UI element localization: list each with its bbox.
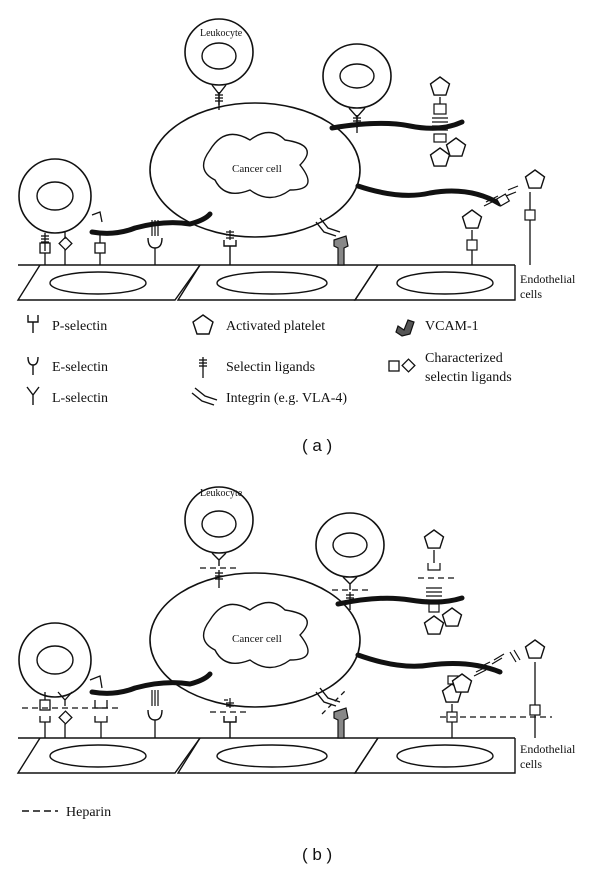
caption-b: ( b ) [302,845,332,864]
legend-characterized-2: selectin ligands [425,370,512,385]
legend-integrin: Integrin (e.g. VLA-4) [226,391,347,406]
leukocyte-tether-a [89,211,213,236]
legend-a: P-selectin E-selectin L-selectin Activat… [26,314,512,406]
platelet-tether-lower-b [355,652,503,675]
legend-vcam1: VCAM-1 [425,319,479,334]
leukocyte-label-a: Leukocyte [200,28,243,39]
vcam1-icon [395,319,415,337]
integrin-icon [191,387,218,406]
cancer-cell-label-a: Cancer cell [232,163,282,175]
platelet-tether-lower-a [355,183,503,207]
endothelial-label-a-1: Endothelial [520,272,576,286]
characterized-ligand-icon [388,358,416,373]
selectin-ligand-icon [199,357,207,378]
l-selectin-icon [26,386,40,405]
endothelial-label-b-2: cells [520,757,542,771]
legend-l-selectin: L-selectin [52,391,108,406]
platelet-tether-right-a [329,119,465,131]
caption-a: ( a ) [302,436,332,455]
legend-p-selectin: P-selectin [52,319,107,334]
legend-b: Heparin [22,805,111,820]
endothelial-label-a-2: cells [520,287,542,301]
cancer-nucleus-a [202,131,309,199]
legend-characterized-1: Characterized [425,351,503,366]
leukocyte-label-b: Leukocyte [200,488,243,499]
e-selectin-icon [27,356,39,375]
endothelium-a [16,264,516,301]
panel-a: Endothelial cells Cancer cell Leukocyte [16,18,576,301]
legend-activated-platelet: Activated platelet [226,319,325,334]
leukocyte-tether-b [89,671,213,696]
panel-b: Endothelial cells Cancer cell Leukocyte [16,486,576,774]
platelet-icon [192,314,214,335]
endothelial-label-b-1: Endothelial [520,742,576,756]
endothelium-b [16,737,516,774]
legend-heparin: Heparin [66,805,111,820]
cancer-cell-label-b: Cancer cell [232,633,282,645]
p-selectin-icon [27,315,39,333]
receptors-b [22,675,349,739]
cancer-nucleus-b [202,601,309,669]
legend-selectin-ligands: Selectin ligands [226,360,315,375]
receptors-a [39,211,349,266]
platelet-tether-right-b [335,595,465,607]
legend-e-selectin: E-selectin [52,360,108,375]
